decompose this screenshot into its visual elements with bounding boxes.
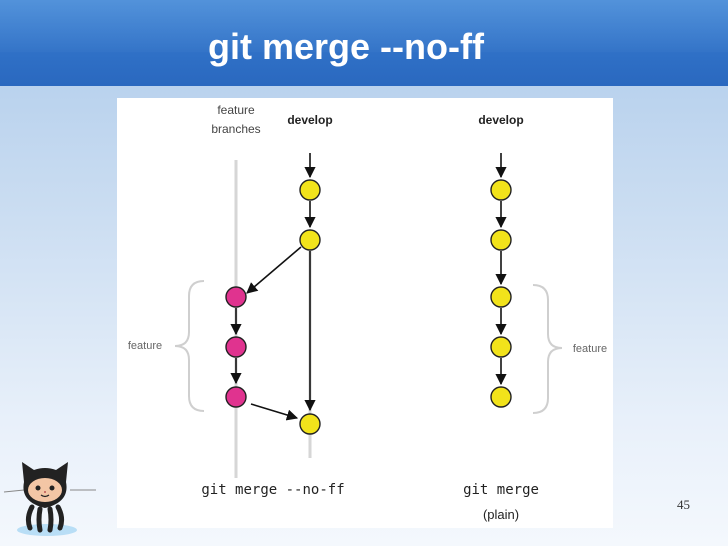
feature-brace-left <box>174 280 205 412</box>
arrow-left-merge-in <box>250 403 299 421</box>
commit-merge <box>299 413 321 435</box>
caption-left: git merge --no-ff <box>201 482 344 498</box>
arrow-left-branch-off <box>246 246 302 294</box>
commit-develop-right-1 <box>490 179 512 201</box>
develop-label-left: develop <box>287 113 332 127</box>
diagram-svg: feature branches develop feature git mer… <box>128 103 607 522</box>
commit-develop-right-3 <box>490 286 512 308</box>
commit-feature-1 <box>225 286 247 308</box>
slide-title: git merge --no-ff <box>208 26 484 67</box>
commit-feature-3 <box>225 386 247 408</box>
feature-label-right: feature <box>573 343 607 355</box>
caption-right-line1: git merge <box>463 482 539 498</box>
develop-label-right: develop <box>478 113 523 127</box>
commit-develop-left-1 <box>299 179 321 201</box>
git-merge-diagram: feature branches develop feature git mer… <box>117 98 613 528</box>
feature-label-left: feature <box>128 340 162 352</box>
feature-branches-label-line2: branches <box>211 122 260 136</box>
page-number: 45 <box>677 497 690 512</box>
commit-feature-2 <box>225 336 247 358</box>
caption-right-line2: (plain) <box>483 507 519 522</box>
commit-develop-right-5 <box>490 386 512 408</box>
commit-develop-left-2 <box>299 229 321 251</box>
octocat-mascot-icon <box>3 462 96 536</box>
commit-develop-right-2 <box>490 229 512 251</box>
feature-brace-right <box>532 284 563 414</box>
title-bar: git merge --no-ff <box>0 0 728 86</box>
feature-branches-label-line1: feature <box>217 103 255 117</box>
title-bar-highlight <box>0 0 728 52</box>
commit-develop-right-4 <box>490 336 512 358</box>
